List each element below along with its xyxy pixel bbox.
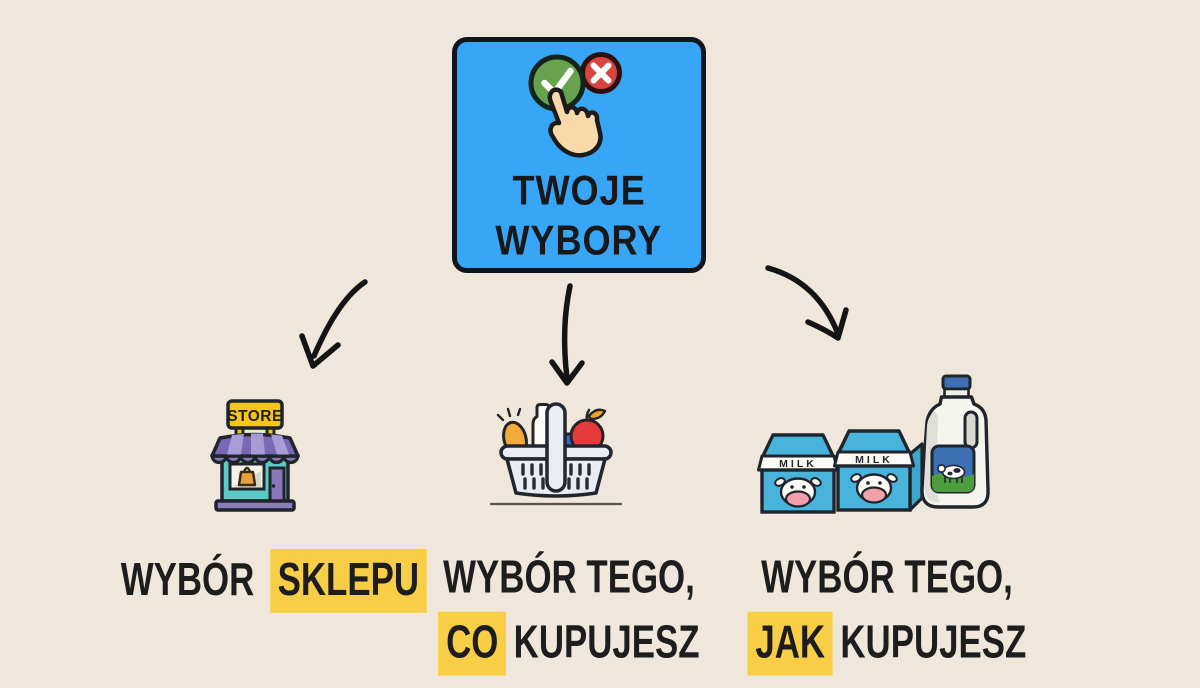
arrow-right-icon — [765, 265, 849, 341]
store-door — [268, 466, 286, 503]
arrow-left-icon — [299, 279, 368, 369]
label-text: KUPUJESZ — [513, 616, 700, 668]
milk-icons: MILK MILK — [757, 374, 990, 514]
store-window — [228, 462, 266, 491]
title-box: TWOJE WYBORY — [452, 37, 706, 273]
click-choice-icon — [528, 52, 622, 158]
label-line-1: WYBÓR TEGO, — [443, 551, 695, 603]
pointer-hand-icon — [547, 87, 603, 158]
milk-carton-icon: MILK — [757, 433, 839, 514]
jug-label — [930, 444, 976, 494]
milk-carton-icon: MILK — [833, 429, 924, 512]
highlighted-word: SKLEPU — [269, 549, 427, 613]
label-text: WYBÓR — [120, 553, 255, 605]
milk-carton-text: MILK — [779, 458, 817, 470]
highlighted-word: JAK — [747, 611, 833, 676]
cow-face — [774, 477, 822, 508]
store-icon: STORE — [210, 399, 300, 512]
milk-carton-text: MILK — [855, 454, 893, 466]
basket-icon — [489, 402, 623, 506]
cow-face — [850, 473, 898, 504]
title-line-1: TWOJE — [512, 168, 646, 215]
label-store-choice: WYBÓR SKLEPU — [120, 549, 427, 613]
basket-handle — [545, 402, 567, 493]
x-circle-icon — [580, 52, 622, 94]
basket-dashes — [521, 463, 591, 490]
milk-jug-icon — [920, 374, 990, 509]
label-cow — [937, 464, 966, 483]
store-sign: STORE — [226, 399, 284, 430]
highlighted-word: CO — [438, 611, 507, 676]
arrow-middle-icon — [549, 283, 585, 386]
label-line-1: WYBÓR TEGO, — [761, 551, 1013, 603]
title-line-2: WYBORY — [495, 218, 663, 265]
label-text: KUPUJESZ — [840, 616, 1027, 668]
store-sign-text: STORE — [227, 408, 283, 425]
